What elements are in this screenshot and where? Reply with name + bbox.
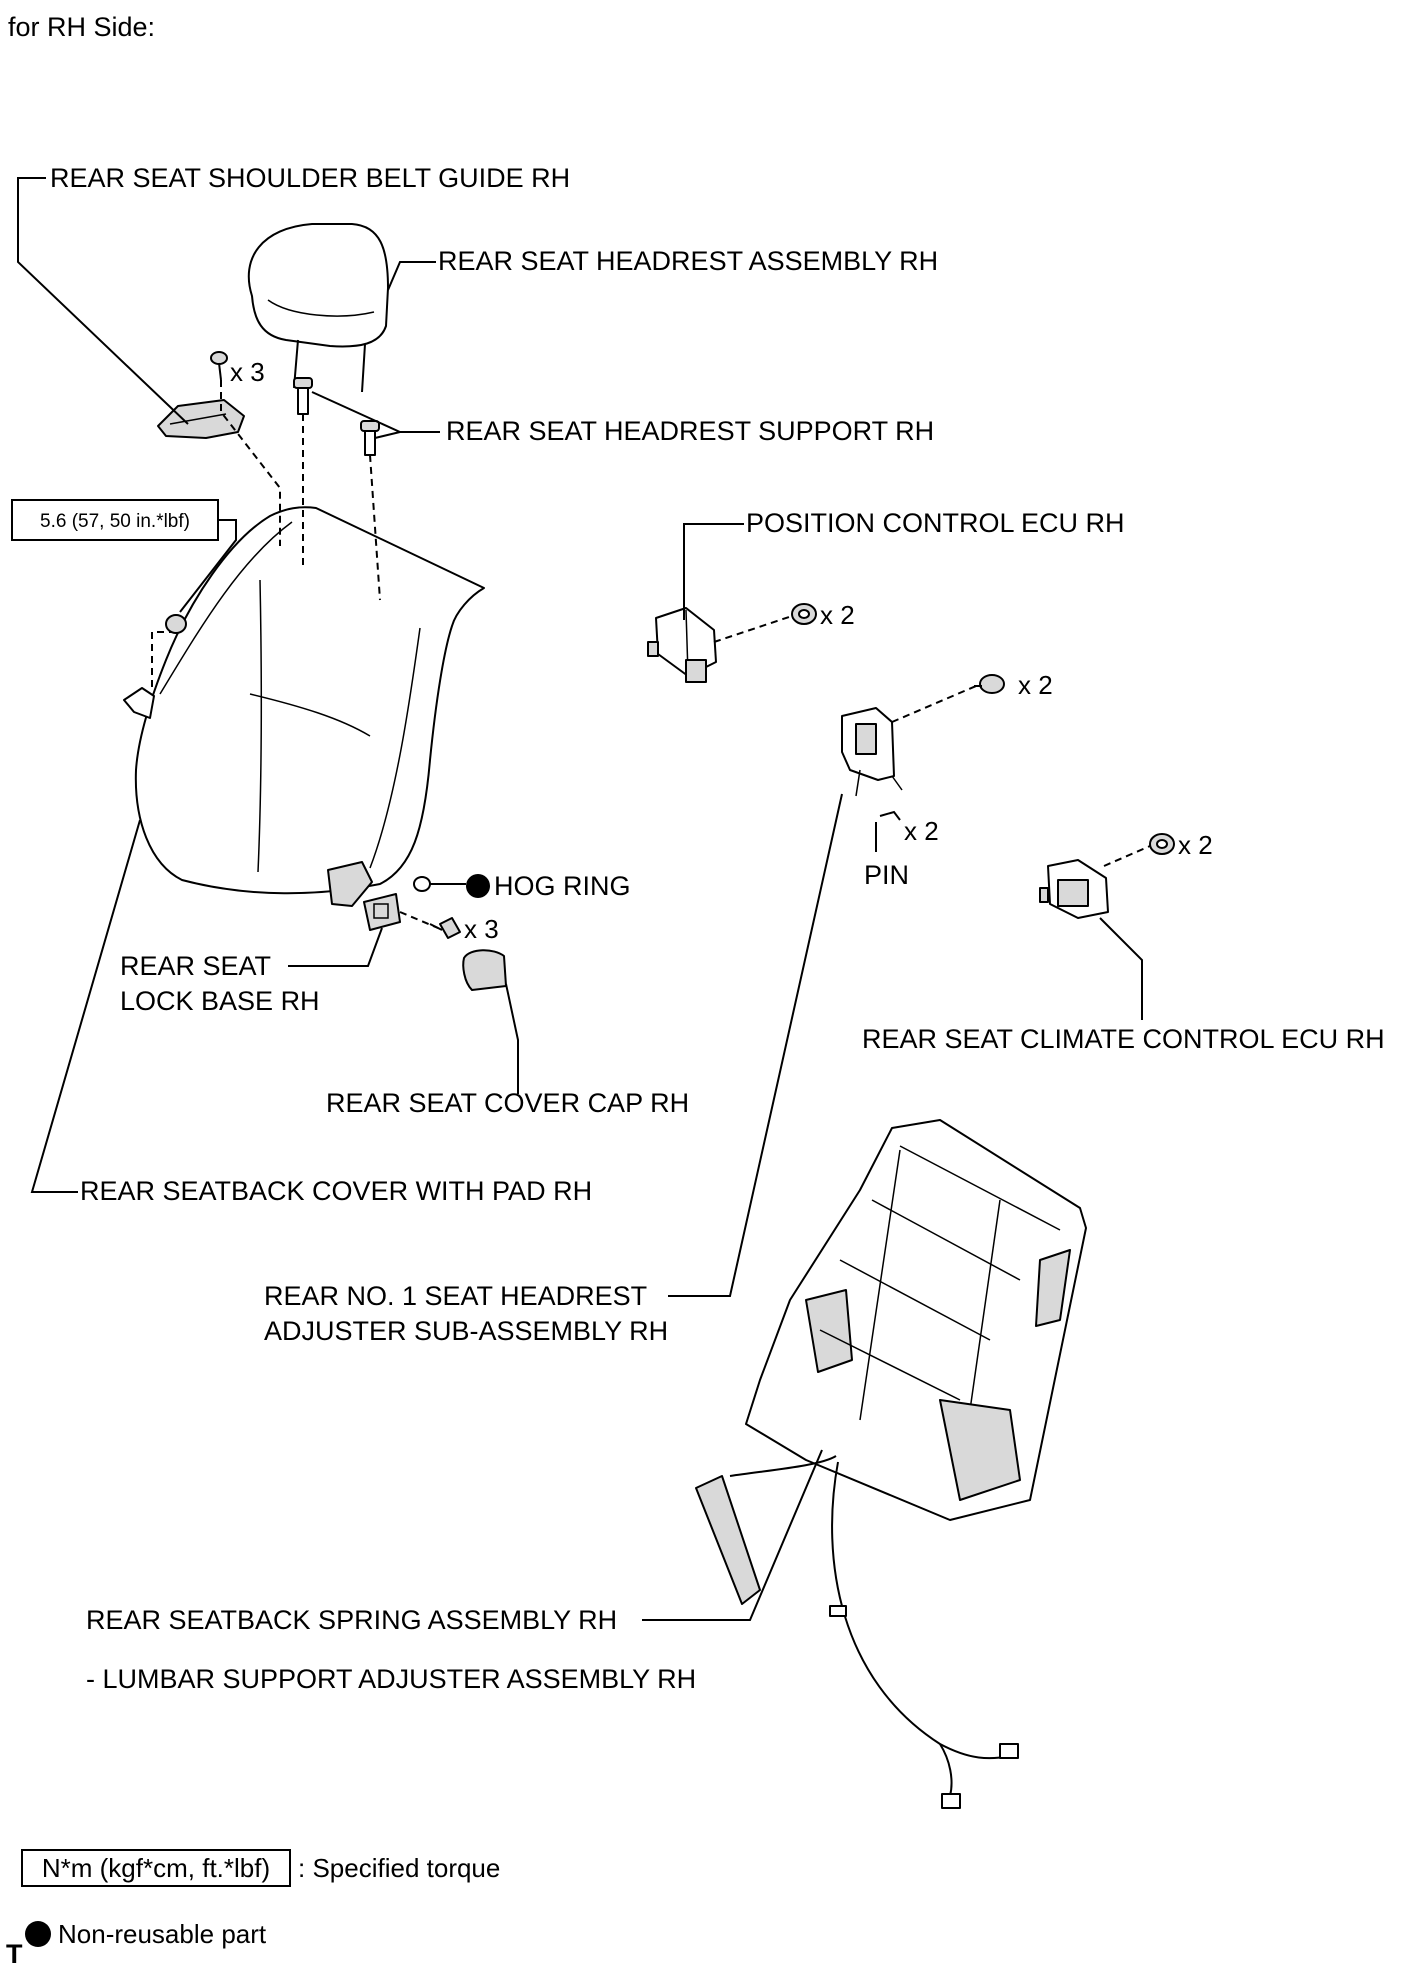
- label-pin: PIN: [864, 860, 909, 890]
- leader-headrest-adjuster: [668, 793, 843, 1297]
- legend-torque-description: : Specified torque: [298, 1853, 500, 1883]
- label-headrest-adjuster-line2: ADJUSTER SUB-ASSEMBLY RH: [264, 1316, 668, 1346]
- legend-torque-unit: N*m (kgf*cm, ft.*lbf): [42, 1853, 270, 1883]
- headrest-adjuster-drawing: [841, 707, 903, 797]
- legend-non-reusable-icon: [25, 1921, 51, 1947]
- leader-headrest-support: [311, 391, 440, 439]
- pin-icon: [875, 810, 901, 852]
- label-cover-cap: REAR SEAT COVER CAP RH: [326, 1088, 689, 1118]
- seatback-cover-drawing: [134, 506, 485, 907]
- label-shoulder-belt-guide: REAR SEAT SHOULDER BELT GUIDE RH: [50, 163, 570, 193]
- leader-spring-assembly: [642, 1449, 823, 1621]
- label-climate-control-ecu: REAR SEAT CLIMATE CONTROL ECU RH: [862, 1024, 1385, 1054]
- climate-ecu-nut-icon: [1149, 833, 1175, 855]
- headrest-assembly-drawing: [247, 223, 389, 393]
- hog-ring-clip-icon: [413, 876, 431, 892]
- label-spring-assembly: REAR SEATBACK SPRING ASSEMBLY RH: [86, 1605, 617, 1635]
- torque-spec-box: [11, 499, 219, 541]
- lock-base-drawing: [363, 893, 401, 931]
- leader-shoulder-belt-guide: [17, 177, 189, 425]
- leader-seatback-cover: [30, 819, 141, 1193]
- position-control-ecu-drawing: [647, 607, 717, 683]
- label-lock-base-line1: REAR SEAT: [120, 951, 271, 981]
- qty-pins: x 2: [904, 816, 939, 846]
- belt-guide-screw-icon: [210, 351, 228, 381]
- lock-base-bolt-icon: [429, 917, 461, 939]
- qty-adjuster-bolts: x 2: [1018, 670, 1053, 700]
- label-headrest-support: REAR SEAT HEADREST SUPPORT RH: [446, 416, 934, 446]
- legend: N*m (kgf*cm, ft.*lbf) : Specified torque…: [6, 1849, 500, 1963]
- qty-lock-base-bolts: x 3: [464, 914, 499, 944]
- torque-spec-value: 5.6 (57, 50 in.*lbf): [40, 511, 190, 532]
- lumbar-support-harness-drawing: [695, 1455, 1019, 1809]
- label-headrest-assembly: REAR SEAT HEADREST ASSEMBLY RH: [438, 246, 938, 276]
- leader-climate-control-ecu: [1099, 917, 1143, 1020]
- leader-cover-cap: [505, 983, 519, 1094]
- label-position-control-ecu: POSITION CONTROL ECU RH: [746, 508, 1125, 538]
- non-reusable-mark-icon: [466, 874, 490, 898]
- side-heading: for RH Side:: [8, 12, 155, 42]
- label-hog-ring: HOG RING: [494, 871, 631, 901]
- leader-position-control-ecu: [683, 523, 744, 620]
- seat-bracket-icon: [123, 687, 155, 719]
- torque-nut-icon: [165, 614, 187, 634]
- label-lock-base-line2: LOCK BASE RH: [120, 986, 320, 1016]
- headrest-support-left-icon: [293, 377, 313, 415]
- leader-lock-base: [288, 927, 383, 967]
- qty-climate-ecu-nuts: x 2: [1178, 830, 1213, 860]
- cover-cap-drawing: [462, 949, 507, 991]
- adjuster-bolt-icon: [974, 674, 1005, 694]
- ecu-nut-icon: [791, 603, 817, 625]
- label-headrest-adjuster-line1: REAR NO. 1 SEAT HEADREST: [264, 1281, 647, 1311]
- shoulder-belt-guide-drawing: [157, 399, 245, 439]
- leader-headrest-assembly: [387, 261, 436, 291]
- legend-torque-box: [21, 1849, 291, 1887]
- footer-mark: T: [6, 1939, 23, 1963]
- legend-non-reusable-text: Non-reusable part: [58, 1919, 267, 1949]
- qty-ecu-nuts: x 2: [820, 600, 855, 630]
- qty-belt-guide-screws: x 3: [230, 357, 265, 387]
- seatback-frame-drawing: [745, 1119, 1087, 1521]
- label-seatback-cover: REAR SEATBACK COVER WITH PAD RH: [80, 1176, 592, 1206]
- climate-control-ecu-drawing: [1039, 859, 1109, 919]
- label-lumbar-support: - LUMBAR SUPPORT ADJUSTER ASSEMBLY RH: [86, 1664, 696, 1694]
